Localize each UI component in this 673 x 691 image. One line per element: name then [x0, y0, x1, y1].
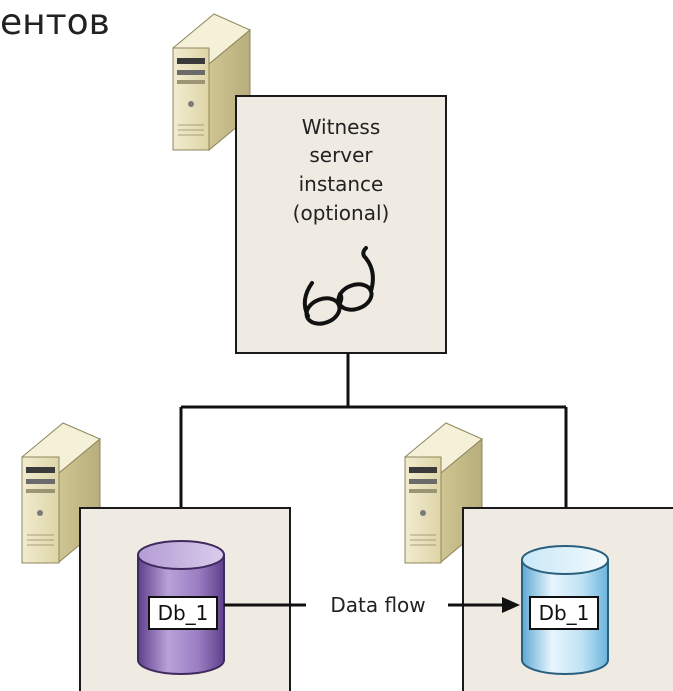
- principal-db-label-box: [148, 596, 218, 630]
- witness-label-line4: (optional): [293, 201, 390, 225]
- principal-server-icon: [21, 422, 101, 564]
- witness-label-line3: instance: [299, 172, 384, 196]
- mirror-db-label: Db_1: [539, 601, 590, 625]
- witness-label-line1: Witness: [302, 115, 381, 139]
- arrow-right-icon: [502, 597, 520, 613]
- witness-label-line2: server: [309, 143, 373, 167]
- data-flow-label: Data flow: [330, 593, 425, 617]
- glasses-icon: [302, 246, 375, 326]
- mirror-db-label-box: [529, 596, 599, 630]
- principal-db-label: Db_1: [158, 601, 209, 625]
- caption-text: ентов: [0, 2, 110, 43]
